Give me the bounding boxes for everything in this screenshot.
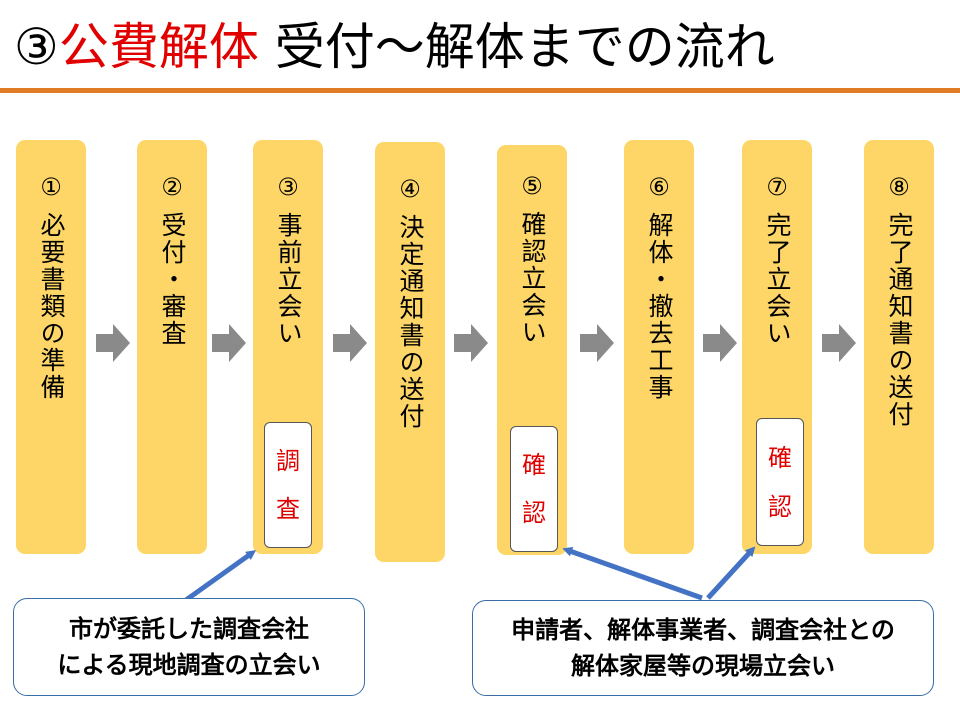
tag-char: 査: [276, 495, 300, 523]
step-number: ⑥: [648, 173, 670, 201]
step-box-8: ⑧ 完了通知書の送付: [864, 140, 934, 554]
callout-line: 市が委託した調査会社: [69, 615, 309, 643]
step-box-2: ② 受付・審査: [137, 140, 207, 554]
arrow-right-icon: [703, 324, 737, 362]
arrow-right-icon: [333, 324, 367, 362]
arrow-right-icon: [580, 324, 614, 362]
step-number: ④: [399, 175, 421, 203]
callout-survey: 市が委託した調査会社 による現地調査の立会い: [13, 598, 365, 696]
step-label: 事前立会い: [274, 212, 303, 347]
step-box-1: ① 必要書類の準備: [16, 140, 86, 554]
step-label: 完了通知書の送付: [885, 212, 914, 428]
callout-line: 申請者、解体事業者、調査会社との: [511, 616, 895, 644]
tag-char: 調: [276, 447, 300, 475]
step-label: 必要書類の準備: [37, 212, 66, 401]
step-number: ①: [40, 173, 62, 201]
step-label: 完了立会い: [763, 212, 792, 347]
title-rest: 受付～解体までの流れ: [258, 18, 775, 76]
arrow-right-icon: [96, 324, 130, 362]
step-box-6: ⑥ 解体・撤去工事: [624, 140, 694, 554]
arrow-right-icon: [822, 324, 856, 362]
title-underline: [0, 88, 960, 93]
step-number: ⑦: [766, 173, 788, 201]
title-highlight: 公費解体: [58, 18, 259, 76]
callout-site-visit: 申請者、解体事業者、調査会社との 解体家屋等の現場立会い: [472, 600, 934, 696]
step-number: ⑤: [521, 172, 543, 200]
tag-char: 認: [768, 492, 792, 521]
callout-line: 解体家屋等の現場立会い: [571, 652, 835, 680]
tag-char: 認: [522, 499, 546, 527]
step-label: 決定通知書の送付: [396, 214, 425, 430]
step-number: ②: [161, 173, 183, 201]
step-number: ⑧: [888, 173, 910, 201]
slide-title: ③公費解体 受付～解体までの流れ: [14, 14, 775, 80]
step-label: 確認立会い: [518, 211, 547, 346]
callout-line: による現地調査の立会い: [57, 651, 321, 679]
arrow-right-icon: [212, 324, 246, 362]
confirm-tag-5: 確 認: [510, 426, 558, 552]
step-label: 受付・審査: [158, 212, 187, 347]
tag-char: 確: [522, 451, 546, 479]
pointer-arrow-to-step7: [706, 546, 756, 600]
pointer-arrow-to-survey: [184, 550, 257, 603]
step-number: ③: [277, 173, 299, 201]
step-box-4: ④ 決定通知書の送付: [375, 142, 445, 562]
step-label: 解体・撤去工事: [645, 212, 674, 401]
pointer-arrow-to-step5: [562, 546, 703, 601]
arrow-right-icon: [454, 324, 488, 362]
survey-tag: 調 査: [264, 422, 312, 548]
confirm-tag-7: 確 認: [756, 418, 804, 546]
title-prefix: ③: [14, 18, 59, 76]
tag-char: 確: [768, 443, 792, 472]
